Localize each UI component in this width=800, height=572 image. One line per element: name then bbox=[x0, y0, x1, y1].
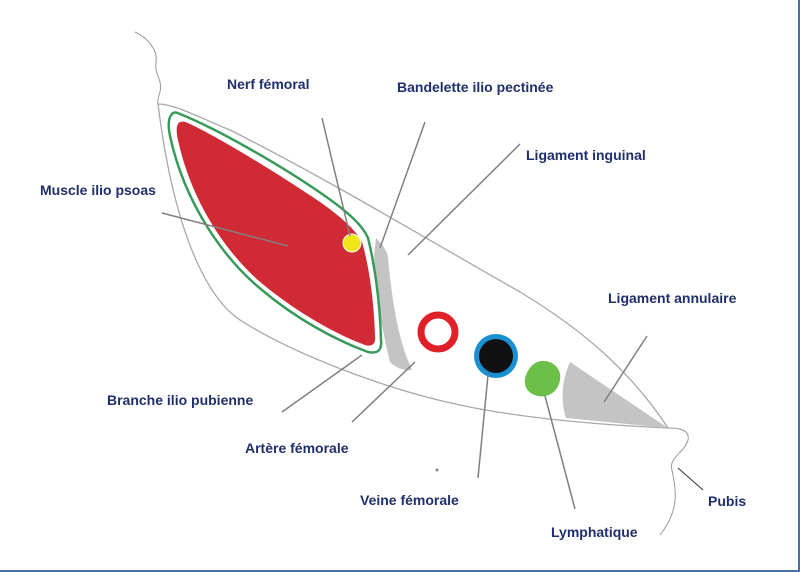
label-bandelette-ilio-pectinee: Bandelette ilio pectinée bbox=[397, 79, 554, 95]
outline-tail-top bbox=[134, 31, 162, 105]
label-ligament-inguinal: Ligament inguinal bbox=[526, 147, 646, 163]
leader-bandelette bbox=[379, 121, 426, 249]
leader-lymphatique bbox=[544, 395, 576, 510]
label-veine-femorale: Veine fémorale bbox=[360, 492, 459, 508]
label-muscle-ilio-psoas: Muscle ilio psoas bbox=[40, 182, 156, 198]
label-pubis: Pubis bbox=[708, 493, 747, 509]
bandelette-ilio-pectinee-shape bbox=[374, 238, 412, 371]
muscle-ilio-psoas-shape bbox=[176, 121, 376, 346]
leader-artere-femorale bbox=[351, 361, 416, 423]
leader-ligament-inguinal bbox=[407, 143, 521, 256]
label-nerf-femoral: Nerf fémoral bbox=[227, 76, 310, 92]
label-branche-ilio-pubienne: Branche ilio pubienne bbox=[107, 392, 254, 408]
small-dot bbox=[435, 468, 439, 472]
ligament-annulaire-shape bbox=[562, 362, 668, 428]
leader-muscle-ilio-psoas bbox=[161, 212, 289, 247]
label-lymphatique: Lymphatique bbox=[551, 524, 638, 540]
lymphatique-shape bbox=[524, 360, 561, 397]
leader-veine-femorale bbox=[477, 374, 489, 479]
nerf-femoral-shape bbox=[342, 233, 362, 253]
artere-femorale-shape bbox=[417, 311, 459, 353]
fascia-outline bbox=[167, 111, 383, 354]
veine-femorale-core bbox=[479, 339, 513, 373]
outline-tail-pubis bbox=[659, 427, 689, 536]
label-artere-femorale: Artère fémorale bbox=[245, 440, 349, 456]
leader-ligament-annulaire bbox=[603, 335, 648, 403]
leader-nerf-femoral bbox=[321, 117, 351, 237]
leader-branche-ilio-pubienne bbox=[281, 354, 363, 413]
leader-pubis bbox=[677, 467, 704, 491]
label-ligament-annulaire: Ligament annulaire bbox=[608, 290, 737, 306]
leader-lines bbox=[161, 117, 648, 510]
